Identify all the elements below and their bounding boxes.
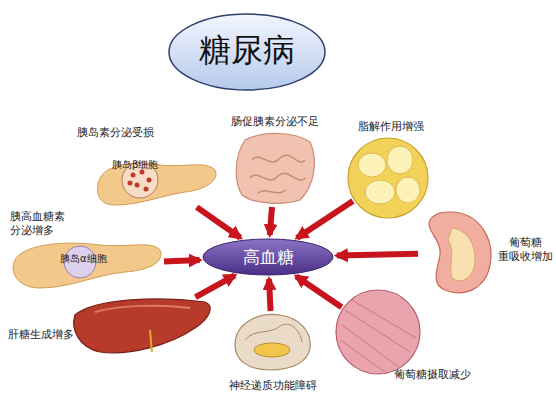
node-label: 葡萄糖 重吸收增加 [494, 236, 556, 265]
pancreas-alpha-illustration [13, 243, 161, 288]
red-arrow [195, 275, 234, 297]
brain-node: 神经递质功能障碍 [232, 313, 312, 371]
red-arrow [296, 276, 341, 307]
title-text: 糖尿病 [169, 30, 325, 70]
muscle-node: 葡萄糖摄取减少 [336, 290, 420, 374]
node-label: 脂解作用增强 [358, 120, 448, 134]
fat-illustration [348, 138, 428, 218]
red-arrow [164, 260, 200, 262]
red-arrow [269, 279, 271, 311]
node-label: 肝糖生成增多 [8, 328, 88, 342]
liver-node: 肝糖生成增多 [74, 298, 212, 354]
liver-illustration [74, 299, 210, 353]
node-label: 胰岛素分泌受损 [77, 126, 187, 140]
sub-label: 胰岛β细胞 [112, 158, 172, 171]
node-label: 肠促胰素分泌不足 [231, 115, 346, 129]
red-arrow [197, 207, 241, 238]
node-label: 高血糖 [202, 246, 334, 268]
pancreas-beta-node: 胰岛素分泌受损胰岛β细胞 [95, 150, 215, 206]
brain-illustration [235, 314, 310, 370]
gut-node: 肠促胰素分泌不足 [237, 135, 313, 205]
center-ellipse: 高血糖 [202, 238, 334, 276]
ellipse-shape [203, 239, 333, 275]
kidney-node: 葡萄糖 重吸收增加 [420, 212, 492, 294]
kidney-illustration [429, 212, 491, 293]
red-arrow [270, 207, 272, 235]
fat-node: 脂解作用增强 [348, 138, 428, 218]
gut-illustration [236, 133, 314, 203]
pancreas-alpha-node: 胰高血糖素 分泌增多胰岛α细胞 [12, 240, 162, 290]
sub-label: 胰岛α细胞 [60, 252, 120, 265]
node-label: 神经递质功能障碍 [218, 379, 328, 393]
node-label: 葡萄糖摄取减少 [394, 368, 494, 382]
node-label: 胰高血糖素 分泌增多 [10, 210, 70, 239]
red-arrow [297, 201, 353, 238]
muscle-illustration [336, 290, 420, 374]
red-arrow [337, 254, 418, 256]
title-ellipse [169, 14, 325, 90]
